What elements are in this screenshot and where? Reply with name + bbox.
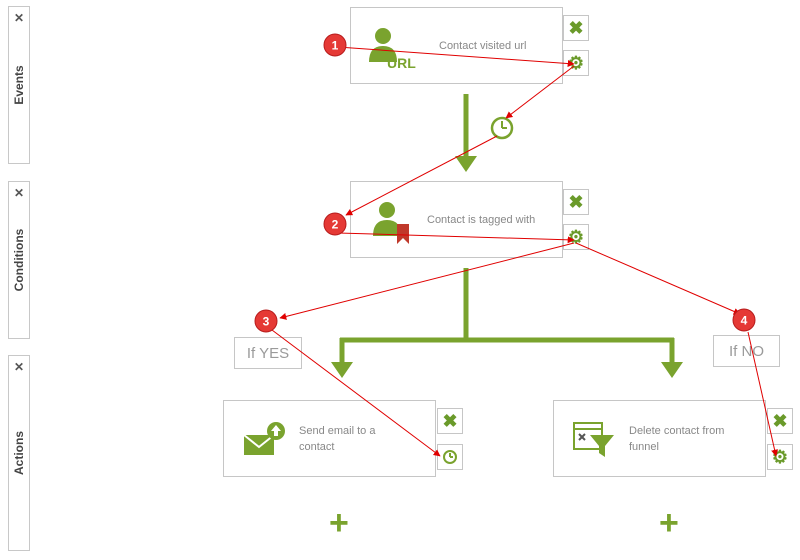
close-icon: ✖	[772, 410, 788, 431]
annotation-arrow-3	[271, 329, 441, 457]
events-close-icon[interactable]: ✕	[13, 11, 25, 25]
funnel-delete-icon	[573, 422, 614, 457]
action-yes-delay-button[interactable]	[437, 444, 463, 470]
user-tag-icon	[373, 202, 409, 244]
annotation-arrow-2c	[575, 242, 741, 315]
plus-icon: +	[659, 504, 679, 542]
arrowhead-condition	[455, 156, 477, 172]
actions-close-icon[interactable]: ✕	[13, 360, 25, 374]
branch-yes-label: If YES	[234, 337, 302, 369]
add-action-no-button[interactable]: +	[659, 506, 679, 540]
add-action-yes-button[interactable]: +	[329, 506, 349, 540]
annotation-badge-4: 4	[732, 308, 756, 332]
badge-2-text: 2	[332, 218, 339, 232]
annotation-arrow-4	[747, 331, 779, 457]
condition-label: Contact is tagged with	[427, 214, 536, 226]
action-no-label: Delete contact from funnel	[629, 425, 725, 453]
conditions-close-icon[interactable]: ✕	[13, 186, 25, 200]
action-no-delete-button[interactable]: ✖	[767, 408, 793, 434]
action-yes-delete-button[interactable]: ✖	[437, 408, 463, 434]
condition-settings-button[interactable]: ⚙	[563, 224, 589, 250]
annotation-arrow-1a	[337, 46, 575, 68]
action-yes-node[interactable]: Send email to a contact	[223, 400, 436, 477]
delay-clock-icon[interactable]	[490, 116, 514, 140]
event-delete-button[interactable]: ✖	[563, 15, 589, 41]
badge-4-text: 4	[741, 314, 748, 328]
badge-3-text: 3	[263, 315, 270, 329]
annotation-arrow-1b	[505, 65, 575, 119]
url-icon-text: URL	[387, 55, 416, 70]
close-icon: ✖	[568, 191, 584, 212]
arrowhead-yes	[331, 362, 353, 378]
close-icon: ✖	[442, 410, 458, 431]
email-send-icon	[243, 422, 285, 455]
close-icon: ✖	[568, 17, 584, 38]
action-yes-label: Send email to a contact	[299, 425, 376, 453]
annotation-arrow-1c	[345, 135, 498, 216]
badge-1-text: 1	[332, 39, 339, 53]
annotation-badge-2: 2	[323, 212, 347, 236]
sidebar-tab-events[interactable]: ✕ Events	[8, 6, 30, 164]
annotation-arrow-2b	[279, 242, 575, 320]
annotation-badge-3: 3	[254, 309, 278, 333]
sidebar-tab-actions[interactable]: ✕ Actions	[8, 355, 30, 551]
event-node[interactable]: URL Contact visited url	[350, 7, 563, 84]
condition-delete-button[interactable]: ✖	[563, 189, 589, 215]
action-no-node[interactable]: Delete contact from funnel	[553, 400, 766, 477]
clock-icon	[443, 450, 457, 464]
arrowhead-no	[661, 362, 683, 378]
annotation-arrow-2a	[337, 232, 575, 244]
event-label: Contact visited url	[439, 40, 527, 52]
sidebar-tab-conditions[interactable]: ✕ Conditions	[8, 181, 30, 339]
plus-icon: +	[329, 504, 349, 542]
branch-no-label: If NO	[713, 335, 780, 367]
annotation-badge-1: 1	[323, 33, 347, 57]
